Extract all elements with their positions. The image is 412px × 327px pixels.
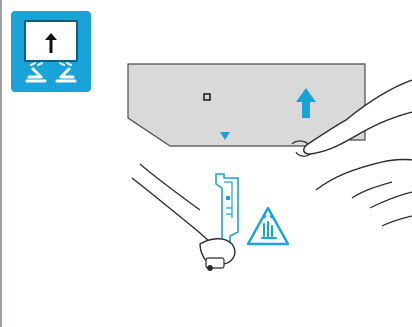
monitor-removal-illustration [120,58,412,327]
pinch-hazard-warning-icon [248,208,288,244]
lift-monitor-from-stand-icon [11,11,91,92]
page-divider [0,0,2,327]
stand-bracket [216,174,238,248]
